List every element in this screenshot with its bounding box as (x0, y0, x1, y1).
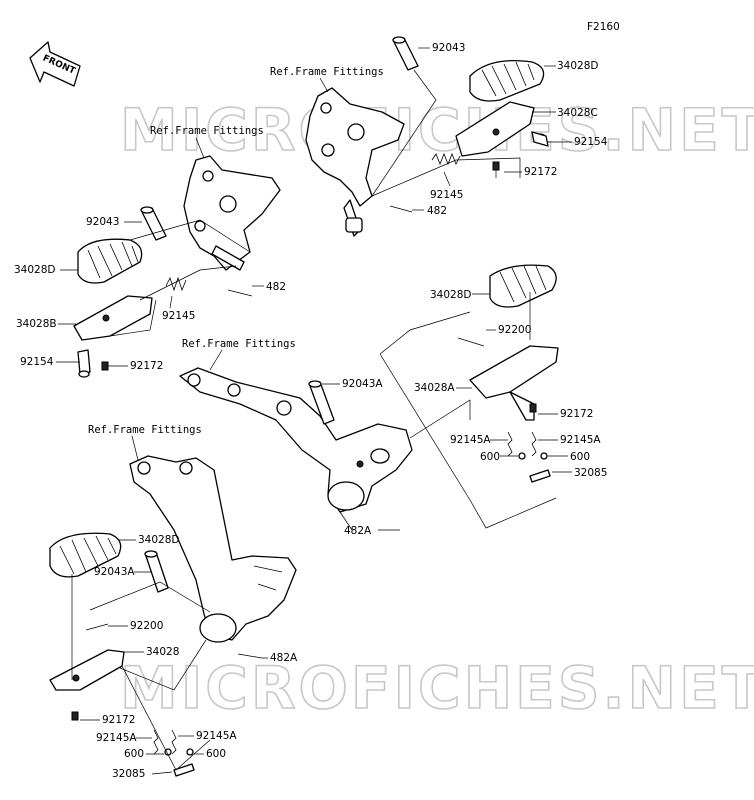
ref-label-bottom-left: Ref.Frame Fittings (88, 424, 202, 436)
ref-label-mid: Ref.Frame Fittings (182, 338, 296, 350)
part-482A-bottom: 482A (270, 652, 298, 664)
part-482-top: 482 (427, 205, 447, 217)
part-92172-bottom: 92172 (102, 714, 135, 726)
part-482-left: 482 (266, 281, 286, 293)
front-arrow-icon: FRONT (29, 41, 81, 87)
bottom-left-assembly: Ref.Frame Fittings 34028D 92043A 92200 3… (49, 424, 298, 780)
ref-label-top-left: Ref.Frame Fittings (150, 125, 264, 137)
part-34028C: 34028C (557, 107, 598, 119)
part-92172-mid: 92172 (560, 408, 593, 420)
part-92172-top: 92172 (524, 166, 557, 178)
part-600-bottom-left: 600 (124, 748, 144, 760)
part-92145-left: 92145 (162, 310, 195, 322)
part-34028-bottom: 34028 (146, 646, 179, 658)
part-600-mid-left: 600 (480, 451, 500, 463)
part-600-bottom-right: 600 (206, 748, 226, 760)
diagram-code: F2160 (587, 21, 620, 33)
watermark-top: MICROFICHES.NET (120, 96, 754, 164)
top-left-assembly: Ref.Frame Fittings 92043 34028D 34028B 9… (14, 125, 286, 378)
ref-label-top-right: Ref.Frame Fittings (270, 66, 384, 78)
part-34028B: 34028B (16, 318, 57, 330)
part-34028D-left: 34028D (14, 264, 56, 276)
part-92145-top: 92145 (430, 189, 463, 201)
watermark-bottom: MICROFICHES.NET (120, 654, 754, 722)
part-92043-left: 92043 (86, 216, 119, 228)
part-92043A-bottom: 92043A (94, 566, 135, 578)
part-600-mid-right: 600 (570, 451, 590, 463)
part-482A-mid: 482A (344, 525, 372, 537)
part-92200-mid: 92200 (498, 324, 531, 336)
mid-assembly: Ref.Frame Fittings 34028D 92200 92043A 3… (179, 264, 607, 537)
part-34028D-mid: 34028D (430, 289, 472, 301)
part-34028D-bottom: 34028D (138, 534, 180, 546)
part-92154-left: 92154 (20, 356, 54, 368)
part-34028D-top: 34028D (557, 60, 599, 72)
part-92145A-bottom-right: 92145A (196, 730, 237, 742)
top-right-assembly: Ref.Frame Fittings 92043 34028D 34028C 9… (270, 36, 608, 237)
part-92145A-mid-right: 92145A (560, 434, 601, 446)
part-92043A-mid: 92043A (342, 378, 383, 390)
part-92145A-bottom-left: 92145A (96, 732, 137, 744)
part-92145A-mid-left: 92145A (450, 434, 491, 446)
part-92043-top: 92043 (432, 42, 465, 54)
part-32085-bottom: 32085 (112, 768, 145, 780)
part-92200-bottom: 92200 (130, 620, 163, 632)
part-34028A: 34028A (414, 382, 455, 394)
part-92172-left: 92172 (130, 360, 163, 372)
part-32085-mid: 32085 (574, 467, 607, 479)
part-92154-top: 92154 (574, 136, 608, 148)
